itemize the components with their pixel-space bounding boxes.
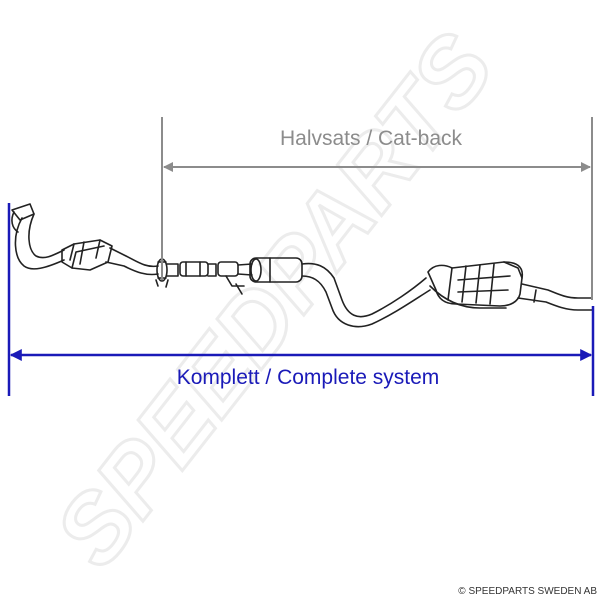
complete-dimension: Komplett / Complete system bbox=[7, 203, 595, 396]
catback-dimension: Halvsats / Cat-back bbox=[161, 117, 593, 300]
exhaust-system-drawing bbox=[11, 203, 593, 328]
tail-pipe bbox=[517, 283, 593, 311]
catback-label: Halvsats / Cat-back bbox=[280, 127, 463, 150]
catalytic-converter bbox=[61, 239, 113, 271]
middle-silencer bbox=[249, 257, 303, 283]
mid-pipe bbox=[105, 247, 159, 276]
front-pipe bbox=[11, 203, 65, 270]
rear-pipe bbox=[301, 262, 431, 328]
copyright-text: © SPEEDPARTS SWEDEN AB bbox=[458, 586, 597, 597]
complete-label: Komplett / Complete system bbox=[177, 366, 440, 389]
rear-silencer bbox=[427, 261, 524, 309]
